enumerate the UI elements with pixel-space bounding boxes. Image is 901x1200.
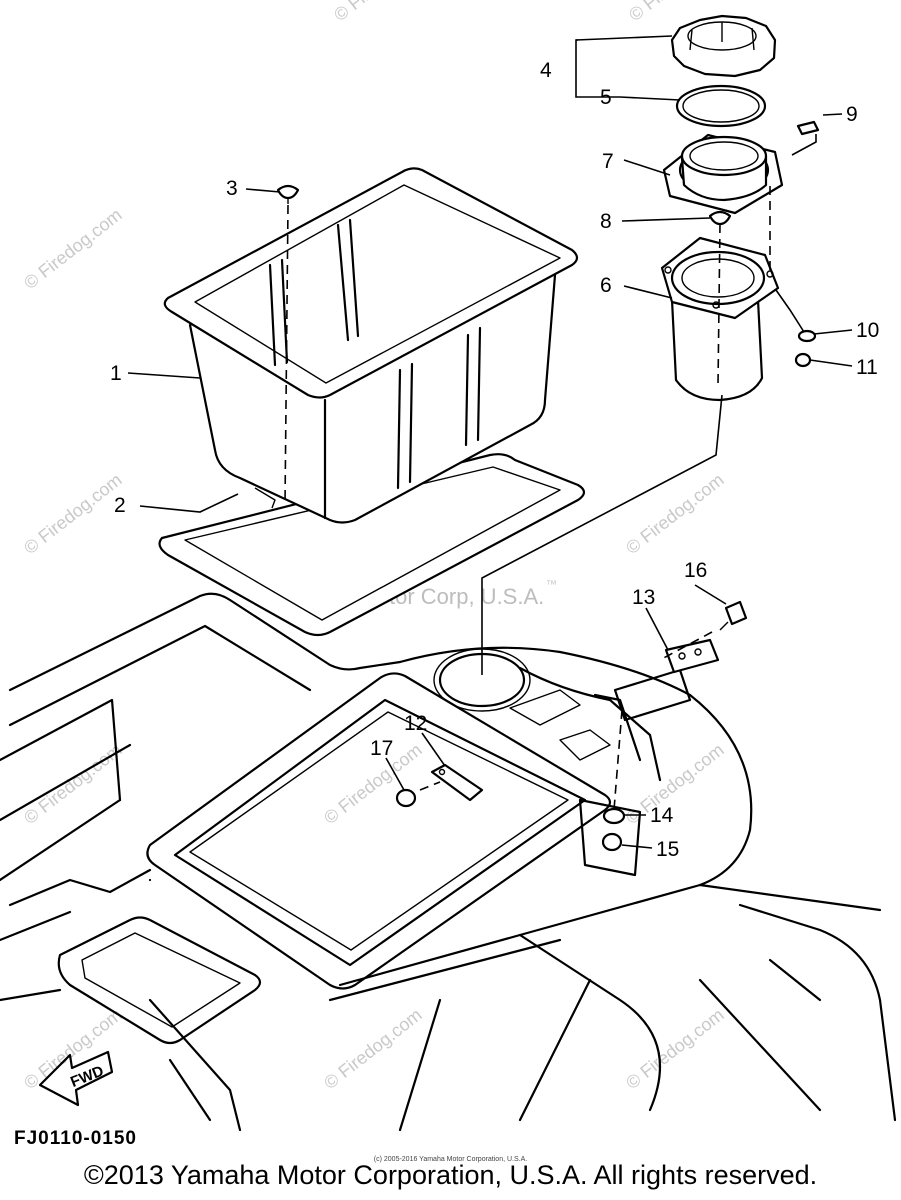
hardware — [276, 120, 820, 852]
assembly-lines — [284, 134, 817, 811]
watermark: © Firedog.com — [20, 740, 126, 829]
callout-15: 15 — [656, 838, 679, 861]
watermark: © Firedog.com — [320, 1005, 426, 1094]
small-copyright-note: (c) 2005-2016 Yamaha Motor Corporation, … — [373, 1156, 528, 1163]
trademark-mark: ™ — [546, 579, 557, 591]
part-7-flange — [662, 133, 784, 215]
watermark: © Firedog.com — [20, 205, 126, 294]
callout-16: 16 — [684, 559, 707, 582]
callout-10: 10 — [856, 319, 879, 342]
watermark: © Firedog.com — [20, 470, 126, 559]
callout-6: 6 — [600, 274, 612, 297]
callout-labels: 1 2 3 4 5 6 7 8 9 10 11 12 13 14 15 16 1… — [110, 59, 879, 861]
callout-14: 14 — [650, 804, 674, 827]
parts-diagram: © Firedog.com © Firedog.com © Firedog.co… — [0, 0, 897, 1132]
callout-12: 12 — [404, 712, 427, 735]
callout-8: 8 — [600, 210, 612, 233]
copyright-notice: ©2013 Yamaha Motor Corporation, U.S.A. A… — [83, 1160, 818, 1190]
callout-11: 11 — [856, 356, 878, 379]
callout-1: 1 — [110, 362, 122, 385]
callout-3: 3 — [226, 177, 238, 200]
callout-17: 17 — [370, 737, 393, 760]
callout-4: 4 — [540, 59, 552, 82]
watermark: © Firedog.com — [622, 470, 728, 559]
callout-7: 7 — [602, 150, 614, 173]
part-1-storage-box — [163, 167, 579, 524]
hull-deck — [0, 592, 897, 1132]
callout-9: 9 — [846, 103, 858, 126]
callout-5: 5 — [600, 86, 612, 109]
callout-2: 2 — [114, 494, 126, 517]
leader-lines — [127, 35, 853, 849]
callout-13: 13 — [632, 586, 655, 609]
figure-code: FJ0110-0150 — [14, 1128, 137, 1149]
part-4-cap — [670, 14, 777, 78]
part-5-o-ring — [675, 84, 767, 128]
watermark: © Firedog.com — [622, 1005, 728, 1094]
watermark: © Firedog.com — [330, 0, 436, 25]
